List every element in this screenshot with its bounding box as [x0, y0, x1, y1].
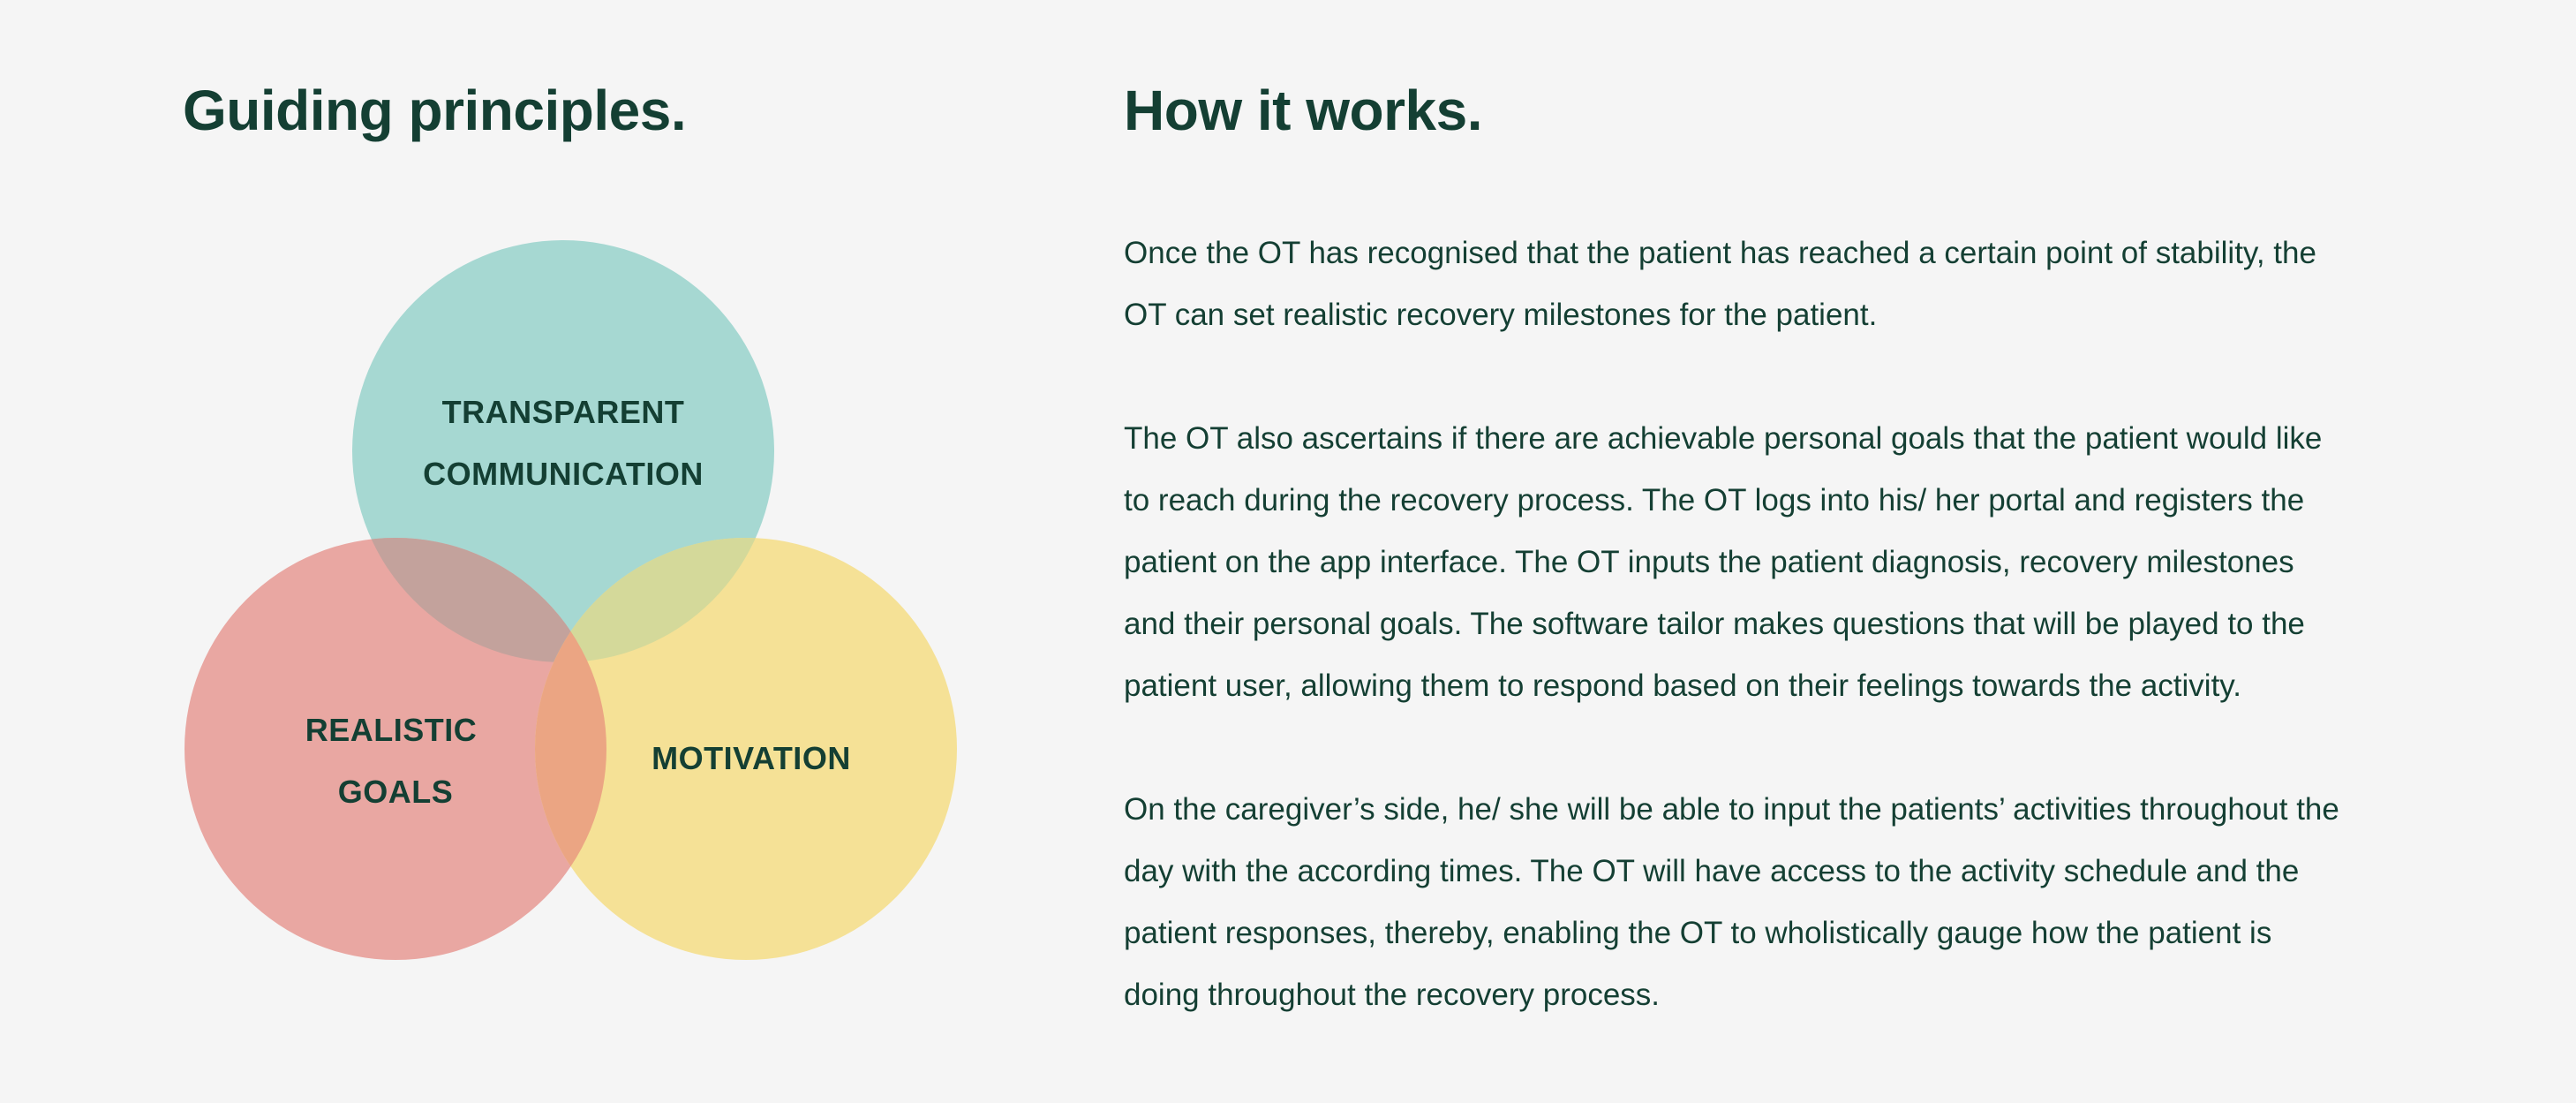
venn-label-realistic-line1: REALISTIC: [305, 712, 478, 748]
guiding-principles-heading: Guiding principles.: [183, 79, 687, 142]
venn-overlap-communication-motivation: [535, 538, 774, 662]
paragraph-line: On the caregiver’s side, he/ she will be…: [1124, 792, 2339, 827]
paragraph-ot-goals: The OT also ascertains if there are achi…: [1124, 408, 2404, 717]
paragraph-line: and their personal goals. The software t…: [1124, 607, 2305, 641]
paragraph-line: day with the according times. The OT wil…: [1124, 854, 2300, 888]
paragraph-caregiver: On the caregiver’s side, he/ she will be…: [1124, 779, 2404, 1026]
venn-label-transparent-line1: TRANSPARENT: [442, 394, 685, 430]
paragraph-ot-milestones: Once the OT has recognised that the pati…: [1124, 223, 2404, 346]
venn-label-goals-line2: GOALS: [338, 774, 454, 810]
how-it-works-body: Once the OT has recognised that the pati…: [1124, 223, 2404, 1088]
venn-label-communication-line2: COMMUNICATION: [423, 456, 704, 492]
paragraph-line: patient on the app interface. The OT inp…: [1124, 545, 2294, 579]
paragraph-line: to reach during the recovery process. Th…: [1124, 483, 2305, 518]
venn-diagram: TRANSPARENT COMMUNICATION REALISTIC GOAL…: [185, 240, 957, 960]
paragraph-line: patient responses, thereby, enabling the…: [1124, 916, 2272, 950]
paragraph-line: Once the OT has recognised that the pati…: [1124, 236, 2316, 270]
paragraph-line: patient user, allowing them to respond b…: [1124, 669, 2241, 703]
venn-overlap-communication-goals: [352, 538, 606, 662]
paragraph-line: doing throughout the recovery process.: [1124, 978, 1661, 1012]
paragraph-line: The OT also ascertains if there are achi…: [1124, 421, 2323, 456]
venn-label-motivation: MOTIVATION: [652, 740, 851, 776]
how-it-works-heading: How it works.: [1124, 79, 1483, 142]
paragraph-line: OT can set realistic recovery milestones…: [1124, 298, 1878, 332]
